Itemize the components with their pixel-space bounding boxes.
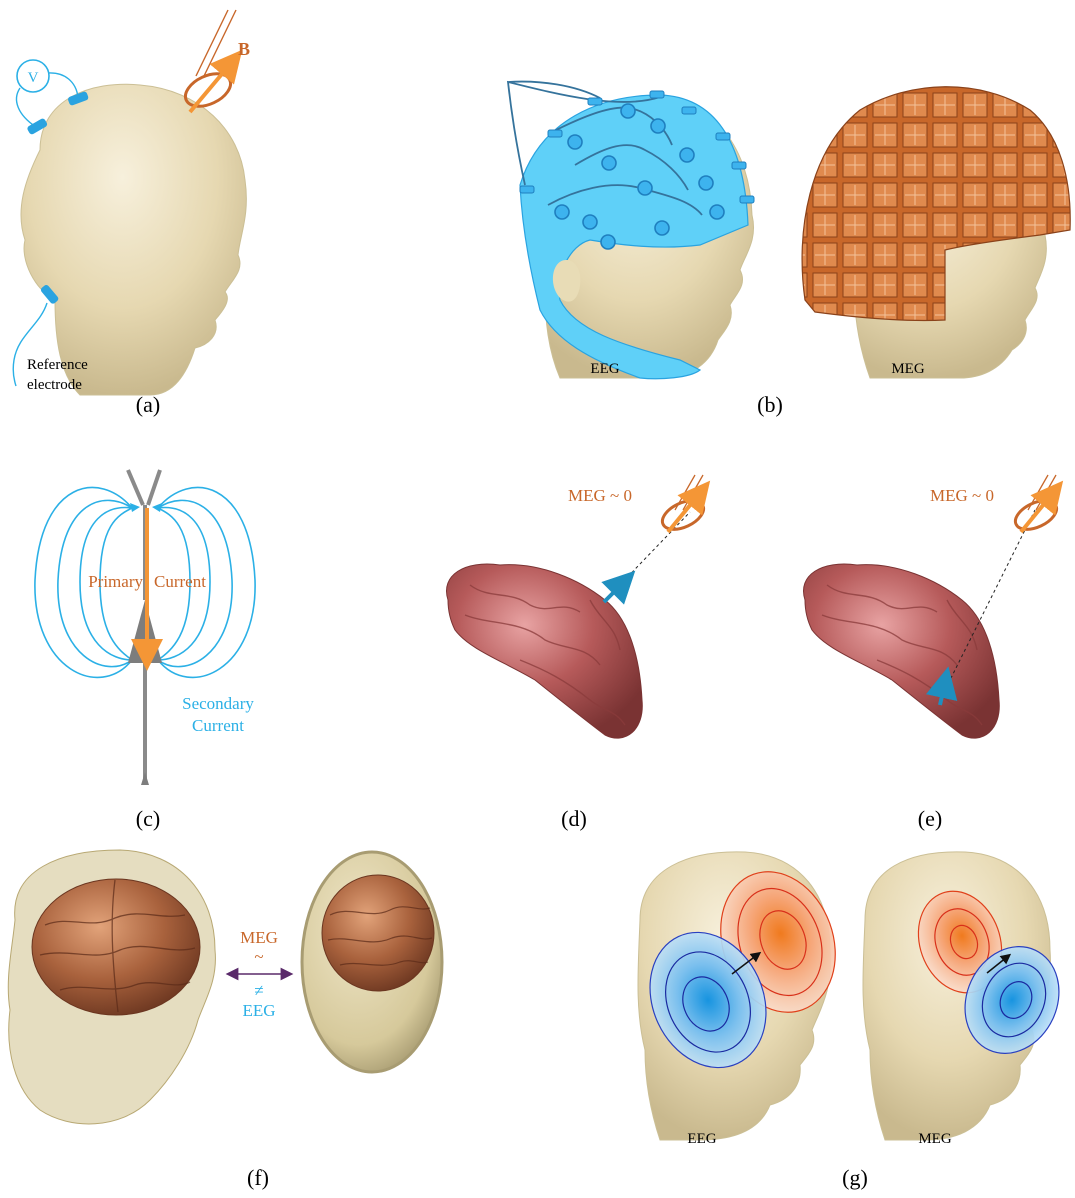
secondary-current-word1: Secondary — [182, 694, 254, 713]
head-a — [21, 84, 246, 395]
caption-c: (c) — [136, 806, 160, 831]
reference-label-2: electrode — [27, 377, 82, 393]
reference-label-1: Reference — [27, 357, 88, 373]
panel-f: MEG ~ ≠ EEG (f) — [8, 850, 442, 1190]
meg-label-f: MEG — [240, 928, 278, 947]
primary-current-word1: Primary — [88, 572, 143, 591]
caption-a: (a) — [136, 392, 160, 417]
wire-left — [17, 88, 36, 127]
magnetometer-icon — [180, 10, 236, 113]
panel-b: EEG MEG (b) — [508, 82, 1070, 417]
caption-d: (d) — [561, 806, 587, 831]
panel-a: V Reference electrode B (a) — [13, 10, 250, 417]
magnetometer-icon-e — [1011, 475, 1061, 535]
panel-g: EEG MEG (g) — [629, 852, 1075, 1190]
brain-d — [447, 564, 643, 738]
brain-f-right — [322, 875, 434, 991]
magnetometer-icon-d — [658, 475, 708, 535]
brain-e — [804, 564, 1000, 738]
eeg-label-f: EEG — [242, 1001, 275, 1020]
caption-b: (b) — [757, 392, 783, 417]
caption-e: (e) — [918, 806, 942, 831]
wire-right — [48, 73, 78, 97]
blue-arrowhead-left — [130, 503, 140, 512]
primary-current-word2: Current — [154, 572, 206, 591]
eeg-label: EEG — [590, 361, 619, 377]
line-of-sight-d — [615, 512, 690, 590]
neq-symbol-f: ≠ — [254, 981, 263, 1000]
panel-c: Primary Current Secondary Current (c) — [35, 470, 255, 831]
secondary-current-word2: Current — [192, 716, 244, 735]
voltmeter-symbol: V — [28, 70, 39, 86]
eeg-label-g: EEG — [687, 1131, 716, 1147]
approx-symbol-f: ~ — [254, 947, 263, 966]
meg-label-e: MEG ~ 0 — [930, 486, 994, 505]
caption-g: (g) — [842, 1165, 868, 1190]
meg-label-d: MEG ~ 0 — [568, 486, 632, 505]
dipole-arrow-d — [604, 582, 624, 602]
meg-label: MEG — [891, 361, 925, 377]
meg-label-g: MEG — [918, 1131, 952, 1147]
panel-d: MEG ~ 0 (d) — [447, 475, 709, 831]
reference-wire — [13, 303, 47, 386]
caption-f: (f) — [247, 1165, 269, 1190]
blue-arrowhead-right — [152, 503, 162, 512]
field-symbol: B — [238, 39, 250, 59]
panel-e: MEG ~ 0 (e) — [804, 475, 1062, 831]
